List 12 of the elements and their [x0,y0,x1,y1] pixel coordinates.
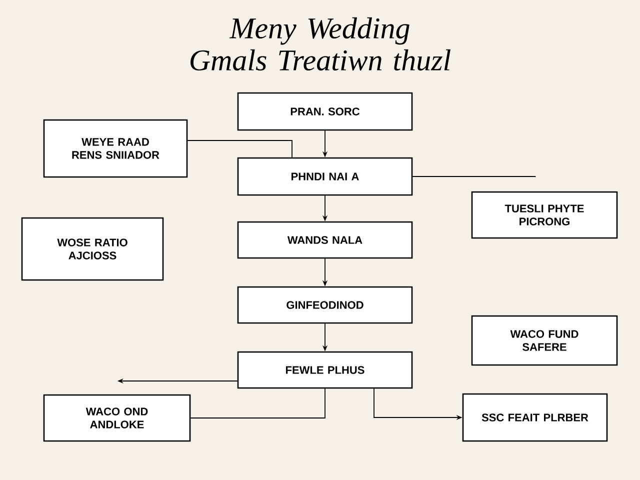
process-box: PHNDI NAI A [237,157,413,196]
process-box: PRAN. SORC [237,92,413,131]
process-box: WOSE RATIO AJCIOSS [21,217,164,281]
process-box: GINFEODINOD [237,286,413,324]
process-box: WACO FUND SAFERE [471,315,618,366]
process-box: WACO OND ANDLOKE [43,394,191,442]
title: Meny Wedding Gmals Treatiwn thuzl [190,17,450,71]
process-box: TUESLI PHYTE PICRONG [471,191,618,239]
process-box: SSC FEAIT PLRBER [462,393,608,442]
process-box: WEYE RAAD RENS SNIIADOR [43,119,188,178]
process-box: WANDS NALA [237,221,413,259]
process-box: FEWLE PLHUS [237,351,413,389]
